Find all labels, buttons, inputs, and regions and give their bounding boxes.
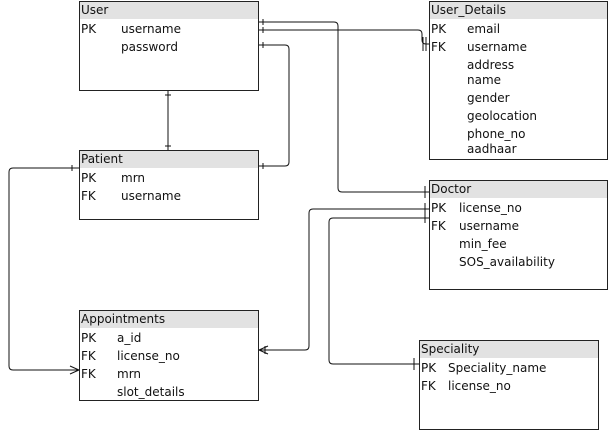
entity-doctor-row: min_fee: [430, 235, 607, 253]
key-badge: FK: [81, 349, 96, 363]
entity-appointments-row: FK license_no: [80, 347, 258, 365]
attribute-name: license_no: [459, 201, 522, 215]
entity-appointments-row: FK mrn: [80, 365, 258, 383]
attribute-name: license_no: [117, 349, 180, 363]
key-badge: FK: [81, 367, 96, 381]
entity-patient-row: FK username: [80, 187, 258, 205]
attribute-name: username: [121, 189, 181, 203]
attribute-name: geolocation: [467, 109, 537, 123]
link-user-userdetails: [259, 29, 429, 45]
attribute-name: password: [121, 40, 178, 54]
attribute-name: phone_no: [467, 127, 526, 141]
attribute-name: slot_details: [117, 385, 185, 399]
entity-doctor-row: FK username: [430, 217, 607, 235]
entity-user-header: User: [80, 2, 258, 19]
attribute-name: username: [467, 40, 527, 54]
key-badge: PK: [81, 331, 97, 345]
attribute-name: aadhaar: [467, 142, 517, 156]
key-badge: PK: [81, 171, 97, 185]
entity-speciality-row: PK Speciality_name: [420, 359, 598, 377]
key-badge: PK: [81, 22, 97, 36]
entity-doctor-row: SOS_availability: [430, 253, 607, 271]
link-user-doctor: [259, 21, 429, 193]
entity-user-details-row: name: [430, 71, 607, 89]
key-badge: FK: [81, 189, 96, 203]
attribute-name: address: [467, 58, 515, 72]
entity-patient-row: PK mrn: [80, 169, 258, 187]
entity-user-details-row: aadhaar: [430, 140, 607, 158]
attribute-name: username: [459, 219, 519, 233]
entity-user-details-row: geolocation: [430, 107, 607, 125]
entity-user[interactable]: User PK username password: [79, 1, 259, 91]
entity-appointments[interactable]: Appointments PK a_id FK license_no FK mr…: [79, 310, 259, 401]
key-badge: PK: [421, 361, 437, 375]
attribute-name: mrn: [121, 171, 146, 185]
entity-speciality[interactable]: Speciality PK Speciality_name FK license…: [419, 340, 599, 430]
key-badge: PK: [431, 201, 447, 215]
attribute-name: username: [121, 22, 181, 36]
link-doctor-speciality: [328, 217, 429, 365]
entity-patient-header: Patient: [80, 151, 258, 168]
entity-doctor[interactable]: Doctor PK license_no FK username min_fee…: [429, 180, 608, 290]
entity-speciality-row: FK license_no: [420, 377, 598, 395]
entity-speciality-header: Speciality: [420, 341, 598, 358]
entity-doctor-row: PK license_no: [430, 199, 607, 217]
attribute-name: min_fee: [459, 237, 507, 251]
entity-user-details-row: FK username: [430, 38, 607, 56]
entity-user-details-row: phone_no: [430, 125, 607, 143]
attribute-name: email: [467, 22, 501, 36]
entity-appointments-row: slot_details: [80, 383, 258, 401]
attribute-name: name: [467, 73, 502, 87]
key-badge: FK: [431, 40, 446, 54]
entity-user-details-row: gender: [430, 89, 607, 107]
entity-user-row: password: [80, 38, 258, 56]
entity-user-details-row: PK email: [430, 20, 607, 38]
entity-appointments-header: Appointments: [80, 311, 258, 328]
entity-user-details[interactable]: User_Details PK email FK username addres…: [429, 1, 608, 160]
attribute-name: SOS_availability: [459, 255, 555, 269]
attribute-name: gender: [467, 91, 510, 105]
link-patient-appointments: [8, 167, 79, 371]
entity-user-details-row: address: [430, 56, 607, 74]
attribute-name: license_no: [448, 379, 511, 393]
entity-doctor-header: Doctor: [430, 181, 607, 198]
entity-user-details-header: User_Details: [430, 2, 607, 19]
entity-user-row: PK username: [80, 20, 258, 38]
key-badge: FK: [421, 379, 436, 393]
key-badge: PK: [431, 22, 447, 36]
attribute-name: mrn: [117, 367, 142, 381]
attribute-name: a_id: [117, 331, 142, 345]
attribute-name: Speciality_name: [448, 361, 547, 375]
entity-patient[interactable]: Patient PK mrn FK username: [79, 150, 259, 220]
key-badge: FK: [431, 219, 446, 233]
entity-appointments-row: PK a_id: [80, 329, 258, 347]
link-user-patient-right: [259, 44, 290, 167]
link-doctor-appointments: [259, 208, 429, 351]
